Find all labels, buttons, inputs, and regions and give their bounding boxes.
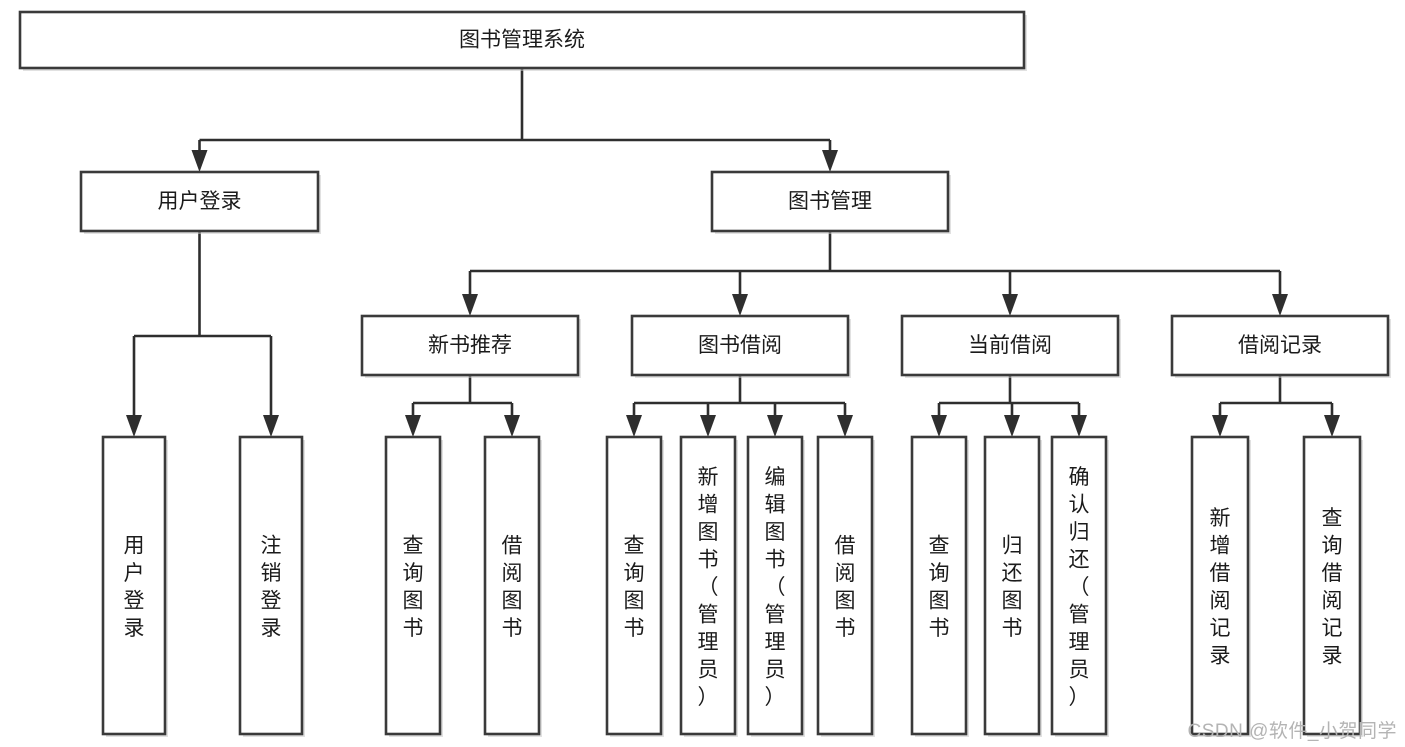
node-level3-0[interactable] bbox=[360, 314, 580, 377]
user-login-branch-0-arrowhead bbox=[126, 415, 142, 437]
book-mgmt-branch-0-arrowhead bbox=[462, 294, 478, 316]
node-leaf-8[interactable] bbox=[910, 435, 968, 736]
node-leaf-label-12: 查询借阅记录 bbox=[1322, 507, 1343, 668]
node-leaf-label-10: 确认归还（管理员） bbox=[1069, 466, 1090, 709]
lvl3-1-branch-2-arrowhead bbox=[767, 415, 783, 437]
node-leaf-12[interactable] bbox=[1302, 435, 1362, 736]
node-level3-label-2: 当前借阅 bbox=[968, 334, 1052, 357]
node-leaf-label-9: 归还图书 bbox=[1002, 535, 1023, 641]
node-root-图书管理系统[interactable] bbox=[18, 10, 1026, 70]
node-level3-label-3: 借阅记录 bbox=[1238, 334, 1322, 357]
user-login-branch-1-arrowhead bbox=[263, 415, 279, 437]
node-layer: 图书管理系统用户登录图书管理新书推荐图书借阅当前借阅借阅记录用户登录注销登录查询… bbox=[18, 10, 1391, 737]
lvl3-1-branch-1-arrowhead bbox=[700, 415, 716, 437]
root-branch-1-arrowhead bbox=[822, 150, 838, 172]
node-leaf-label-5: 新增图书（管理员） bbox=[698, 466, 719, 709]
node-leaf-label-6: 编辑图书（管理员） bbox=[765, 466, 786, 709]
node-level3-label-0: 新书推荐 bbox=[428, 334, 512, 357]
node-level3-3[interactable] bbox=[1170, 314, 1390, 377]
csdn-watermark: CSDN @软件_小贺同学 bbox=[1187, 721, 1397, 742]
node-level2-1[interactable] bbox=[710, 170, 950, 233]
node-level2-label-1: 图书管理 bbox=[788, 190, 872, 213]
lvl3-3-branch-1-arrowhead bbox=[1324, 415, 1340, 437]
node-leaf-label-3: 借阅图书 bbox=[502, 535, 523, 641]
node-level3-1[interactable] bbox=[630, 314, 850, 377]
lvl3-2-branch-0-arrowhead bbox=[931, 415, 947, 437]
node-leaf-3[interactable] bbox=[483, 435, 541, 736]
lvl3-0-branch-0-arrowhead bbox=[405, 415, 421, 437]
node-leaf-label-2: 查询图书 bbox=[403, 535, 424, 641]
book-mgmt-branch-3-arrowhead bbox=[1272, 294, 1288, 316]
root-branch-0-arrowhead bbox=[191, 150, 208, 172]
book-mgmt-branch-1-arrowhead bbox=[732, 294, 748, 316]
lvl3-2-branch-1-arrowhead bbox=[1004, 415, 1020, 437]
book-mgmt-branch-2-arrowhead bbox=[1002, 294, 1018, 316]
lvl3-3-branch-0-arrowhead bbox=[1212, 415, 1228, 437]
node-leaf-1[interactable] bbox=[238, 435, 304, 736]
node-leaf-4[interactable] bbox=[605, 435, 663, 736]
node-leaf-10[interactable] bbox=[1050, 435, 1108, 736]
node-leaf-label-7: 借阅图书 bbox=[835, 535, 856, 641]
node-level3-label-1: 图书借阅 bbox=[698, 334, 782, 357]
node-leaf-label-11: 新增借阅记录 bbox=[1210, 507, 1231, 668]
node-leaf-label-4: 查询图书 bbox=[624, 535, 645, 641]
node-leaf-0[interactable] bbox=[101, 435, 167, 736]
node-leaf-2[interactable] bbox=[384, 435, 442, 736]
node-leaf-label-0: 用户登录 bbox=[124, 535, 145, 641]
lvl3-0-branch-1-arrowhead bbox=[504, 415, 520, 437]
node-leaf-9[interactable] bbox=[983, 435, 1041, 736]
lvl3-2-branch-2-arrowhead bbox=[1071, 415, 1087, 437]
node-leaf-6[interactable] bbox=[746, 435, 804, 736]
lvl3-1-branch-0-arrowhead bbox=[626, 415, 642, 437]
node-leaf-5[interactable] bbox=[679, 435, 737, 736]
node-level3-2[interactable] bbox=[900, 314, 1120, 377]
node-leaf-11[interactable] bbox=[1190, 435, 1250, 736]
node-root-label: 图书管理系统 bbox=[459, 29, 585, 52]
node-level2-0[interactable] bbox=[79, 170, 320, 233]
node-leaf-7[interactable] bbox=[816, 435, 874, 736]
lvl3-1-branch-3-arrowhead bbox=[837, 415, 853, 437]
node-leaf-label-1: 注销登录 bbox=[261, 535, 282, 641]
connector-layer bbox=[126, 68, 1340, 437]
node-leaf-label-8: 查询图书 bbox=[929, 535, 950, 641]
node-level2-label-0: 用户登录 bbox=[158, 190, 242, 213]
